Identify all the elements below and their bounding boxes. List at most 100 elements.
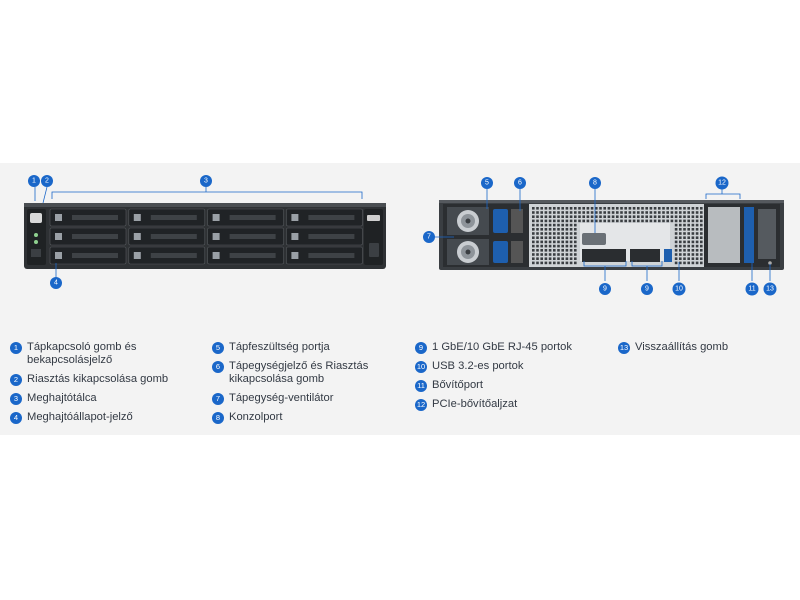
vent-hole bbox=[574, 215, 577, 218]
vent-hole bbox=[683, 236, 686, 239]
legend-badge: 7 bbox=[212, 393, 224, 405]
vent-hole bbox=[595, 211, 598, 214]
vent-hole bbox=[700, 219, 703, 223]
vent-hole bbox=[582, 211, 585, 214]
vent-hole bbox=[674, 236, 678, 239]
vent-hole bbox=[691, 236, 695, 239]
vent-hole bbox=[574, 257, 577, 260]
vent-hole bbox=[540, 257, 543, 260]
vent-hole bbox=[632, 215, 636, 218]
vent-hole bbox=[586, 215, 590, 218]
vent-hole bbox=[666, 219, 669, 223]
vent-hole bbox=[683, 257, 686, 260]
vent-hole bbox=[700, 211, 703, 214]
vent-hole bbox=[557, 215, 560, 218]
svg-text:1: 1 bbox=[32, 178, 36, 185]
vent-hole bbox=[557, 219, 560, 223]
vent-hole bbox=[603, 219, 606, 223]
vent-hole bbox=[670, 211, 674, 214]
vent-hole bbox=[532, 257, 535, 260]
vent-hole bbox=[683, 232, 686, 235]
vent-hole bbox=[695, 257, 699, 260]
vent-hole bbox=[691, 244, 695, 248]
rj45-ports-icon bbox=[582, 249, 626, 262]
vent-hole bbox=[569, 228, 573, 231]
expansion-port-icon bbox=[758, 209, 776, 259]
vent-hole bbox=[695, 215, 699, 218]
vent-hole bbox=[574, 236, 577, 239]
drive-status-led bbox=[133, 252, 141, 259]
vent-hole bbox=[561, 253, 564, 256]
vent-hole bbox=[645, 219, 648, 223]
legend-item-4: 4 Meghajtóállapot-jelző bbox=[10, 411, 133, 424]
vent-hole bbox=[561, 261, 564, 265]
vent-hole bbox=[628, 207, 632, 210]
vent-hole bbox=[557, 253, 560, 256]
vent-hole bbox=[544, 244, 548, 248]
vent-hole bbox=[565, 223, 569, 227]
vent-hole bbox=[553, 215, 556, 218]
vent-hole bbox=[561, 228, 564, 231]
vent-hole bbox=[695, 207, 699, 210]
vent-hole bbox=[574, 223, 577, 227]
vent-hole bbox=[679, 232, 682, 235]
vent-hole bbox=[666, 207, 669, 210]
vent-hole bbox=[683, 228, 686, 231]
drive-tray-handle bbox=[308, 234, 355, 239]
vent-hole bbox=[532, 211, 535, 214]
vent-hole bbox=[687, 240, 690, 244]
vent-hole bbox=[674, 249, 678, 252]
usb-ports-icon bbox=[664, 249, 672, 262]
vent-hole bbox=[700, 232, 703, 235]
vent-hole bbox=[691, 219, 695, 223]
legend-item-2: 2 Riasztás kikapcsolása gomb bbox=[10, 373, 168, 386]
drive-tray-handle bbox=[308, 215, 355, 220]
drive-status-led bbox=[55, 233, 62, 240]
svg-text:6: 6 bbox=[518, 180, 522, 187]
vent-hole bbox=[624, 207, 627, 210]
vent-hole bbox=[536, 257, 539, 260]
vent-hole bbox=[578, 219, 581, 223]
vent-hole bbox=[687, 207, 690, 210]
front-callout-1: 1 bbox=[28, 175, 40, 187]
legend-badge: 4 bbox=[10, 412, 22, 424]
vent-hole bbox=[532, 219, 535, 223]
vent-hole bbox=[582, 215, 585, 218]
vent-hole bbox=[553, 236, 556, 239]
vent-hole bbox=[569, 240, 573, 244]
vent-hole bbox=[540, 219, 543, 223]
vent-hole bbox=[544, 232, 548, 235]
vent-hole bbox=[569, 215, 573, 218]
vent-hole bbox=[687, 223, 690, 227]
rear-callout-9b: 9 bbox=[641, 283, 653, 295]
vent-hole bbox=[687, 249, 690, 252]
vent-hole bbox=[603, 207, 606, 210]
vent-hole bbox=[653, 215, 657, 218]
vent-hole bbox=[561, 244, 564, 248]
vent-hole bbox=[616, 215, 619, 218]
vent-hole bbox=[607, 219, 611, 223]
vent-hole bbox=[645, 207, 648, 210]
drive-tray-handle bbox=[150, 215, 197, 220]
vent-hole bbox=[683, 244, 686, 248]
vent-hole bbox=[691, 223, 695, 227]
svg-text:2: 2 bbox=[45, 178, 49, 185]
vent-hole bbox=[548, 207, 552, 210]
vent-hole bbox=[548, 232, 552, 235]
vent-hole bbox=[548, 240, 552, 244]
vent-hole bbox=[540, 232, 543, 235]
legend-badge: 1 bbox=[10, 342, 22, 354]
vent-hole bbox=[683, 240, 686, 244]
vent-hole bbox=[666, 215, 669, 218]
vent-hole bbox=[620, 215, 623, 218]
console-port-icon bbox=[582, 233, 606, 245]
vent-hole bbox=[561, 232, 564, 235]
vent-hole bbox=[700, 240, 703, 244]
vent-hole bbox=[574, 253, 577, 256]
drive-tray-handle bbox=[150, 253, 197, 258]
legend-label: Meghajtóállapot-jelző bbox=[27, 411, 133, 423]
vent-hole bbox=[544, 207, 548, 210]
vent-hole bbox=[557, 228, 560, 231]
vent-hole bbox=[670, 207, 674, 210]
vent-hole bbox=[649, 211, 653, 214]
